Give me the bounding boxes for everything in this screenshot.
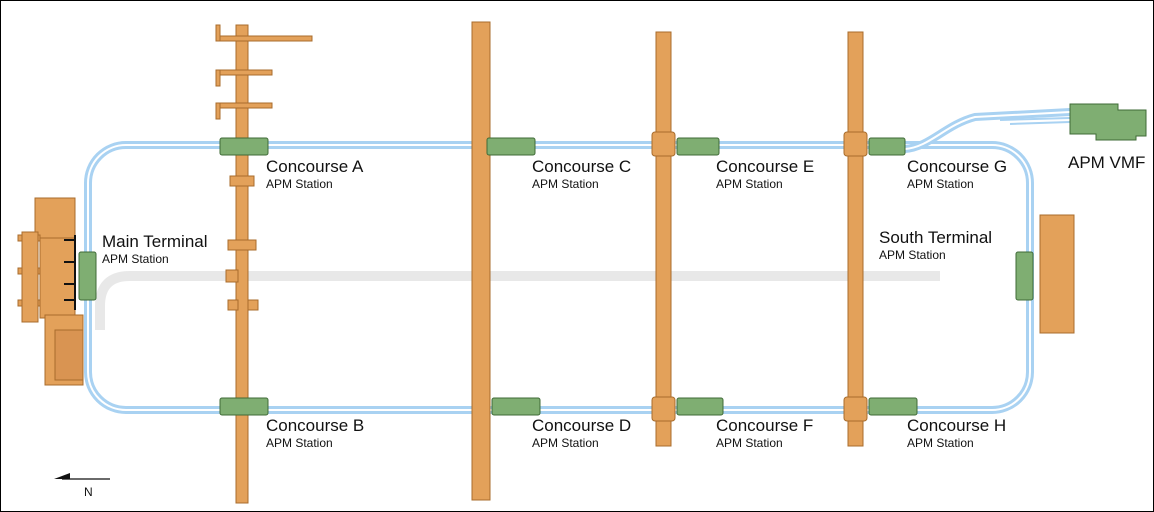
concourse-a-sub: APM Station	[266, 177, 333, 191]
concourse-b-name: Concourse B	[266, 416, 364, 435]
concourse-ef-pier	[655, 31, 672, 447]
concourse-c-name: Concourse C	[532, 157, 631, 176]
station-platform-a	[219, 137, 269, 156]
concourse-a-name: Concourse A	[266, 157, 364, 176]
label-concourse-f: Concourse F APM Station	[716, 416, 813, 450]
station-platforms	[78, 137, 1034, 416]
main-terminal-gates	[64, 235, 76, 310]
concourse-g-sub: APM Station	[907, 177, 974, 191]
concourse-g-name: Concourse G	[907, 157, 1007, 176]
faint-background-track	[95, 271, 940, 330]
station-platform-h	[868, 397, 918, 416]
concourse-h-name: Concourse H	[907, 416, 1006, 435]
south-terminal-name: South Terminal	[879, 228, 992, 247]
apm-vmf-building	[1069, 103, 1147, 141]
concourse-e-name: Concourse E	[716, 157, 814, 176]
south-terminal-building	[1039, 214, 1075, 334]
label-main-terminal: Main Terminal APM Station	[102, 232, 208, 266]
label-concourse-c: Concourse C APM Station	[532, 157, 631, 191]
station-platform-e	[676, 137, 720, 156]
concourse-gh-pier	[847, 31, 864, 447]
main-terminal-building	[17, 197, 84, 386]
label-concourse-a: Concourse A APM Station	[266, 157, 364, 191]
concourse-cd-pier	[471, 21, 491, 501]
station-platform-b	[219, 397, 269, 416]
apm-vmf-label: APM VMF	[1068, 153, 1145, 172]
label-south-terminal: South Terminal APM Station	[879, 228, 992, 262]
station-platform-f	[676, 397, 724, 416]
concourse-f-name: Concourse F	[716, 416, 813, 435]
concourse-e-sub: APM Station	[716, 177, 783, 191]
label-concourse-h: Concourse H APM Station	[907, 416, 1006, 450]
north-arrow: N	[54, 473, 110, 499]
main-terminal-sub: APM Station	[102, 252, 169, 266]
label-concourse-g: Concourse G APM Station	[907, 157, 1007, 191]
concourse-d-sub: APM Station	[532, 436, 599, 450]
station-platform-south	[1015, 251, 1034, 301]
north-arrow-icon	[54, 473, 70, 479]
station-platform-c	[486, 137, 536, 156]
north-label: N	[84, 485, 93, 499]
label-concourse-b: Concourse B APM Station	[266, 416, 364, 450]
label-concourse-d: Concourse D APM Station	[532, 416, 631, 450]
pier-track-junctions	[651, 131, 868, 422]
concourse-c-sub: APM Station	[532, 177, 599, 191]
concourse-d-name: Concourse D	[532, 416, 631, 435]
concourse-b-sub: APM Station	[266, 436, 333, 450]
station-platform-main	[78, 251, 97, 301]
main-terminal-name: Main Terminal	[102, 232, 208, 251]
station-platform-d	[491, 397, 541, 416]
south-terminal-sub: APM Station	[879, 248, 946, 262]
concourse-f-sub: APM Station	[716, 436, 783, 450]
label-concourse-e: Concourse E APM Station	[716, 157, 814, 191]
station-platform-g	[868, 137, 906, 156]
concourse-h-sub: APM Station	[907, 436, 974, 450]
